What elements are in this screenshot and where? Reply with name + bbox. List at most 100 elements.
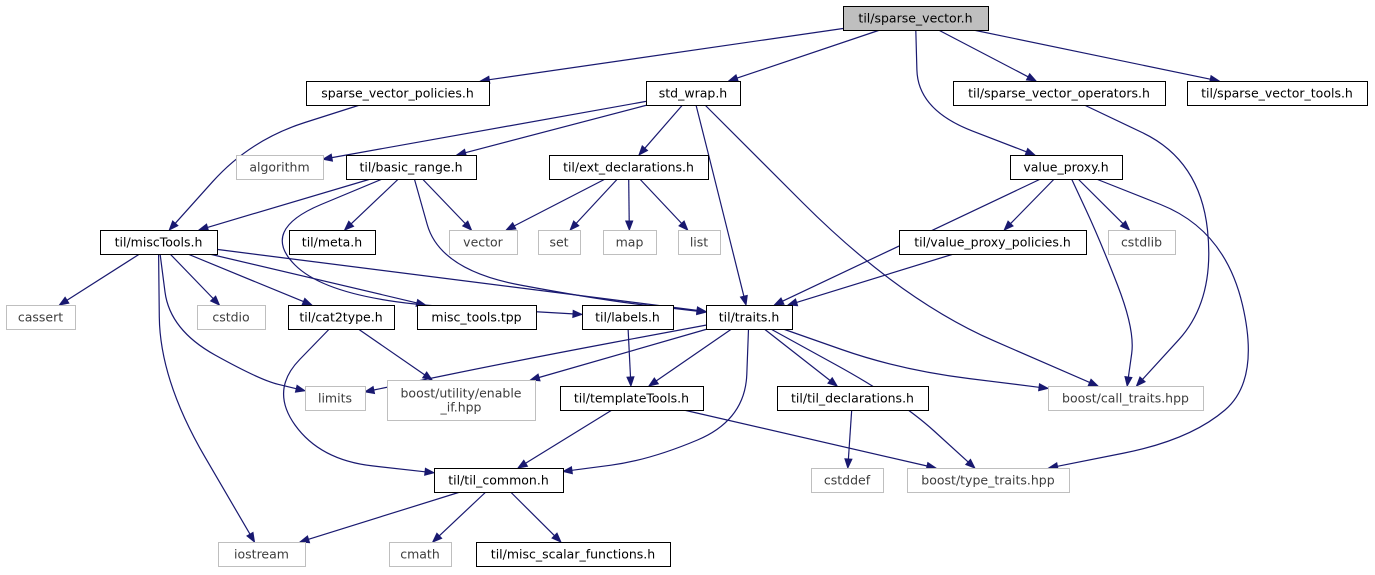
edge-templateTools-to-til_common: [516, 409, 613, 469]
edge-sparse_vector-to-std_wrap: [727, 29, 881, 82]
edge-line: [438, 491, 487, 537]
node-type-traits: boost/type_traits.hpp: [907, 468, 1070, 493]
edge-traits-to-call_traits: [783, 328, 1050, 392]
node-vp-policies[interactable]: til/value_proxy_policies.h: [899, 230, 1087, 255]
edge-line: [66, 253, 140, 301]
arrowhead-icon: [298, 535, 311, 544]
node-box: [197, 305, 266, 330]
node-meta[interactable]: til/meta.h: [289, 230, 376, 255]
node-ext-decl[interactable]: til/ext_declarations.h: [549, 155, 709, 180]
node-box: [1010, 155, 1123, 180]
node-label: boost/type_traits.hpp: [921, 473, 1054, 488]
edge-basic_range-to-miscTools: [197, 178, 371, 232]
edge-line: [1071, 178, 1133, 378]
node-miscTools[interactable]: til/miscTools.h: [100, 230, 218, 255]
edge-ext_decl-to-set: [569, 178, 618, 232]
arrowhead-icon: [1024, 147, 1037, 156]
node-cstddef: cstddef: [811, 468, 884, 493]
node-box: [777, 386, 929, 411]
node-label: sparse_vector_policies.h: [321, 86, 474, 101]
arrowhead-icon: [209, 295, 221, 306]
edge-labels-to-templateTools: [626, 328, 635, 388]
node-label: value_proxy.h: [1023, 160, 1108, 175]
node-misc-scalar[interactable]: til/misc_scalar_functions.h: [476, 542, 671, 567]
node-traits[interactable]: til/traits.h: [706, 305, 793, 330]
edge-basic_range-to-vector: [422, 178, 473, 231]
node-label: std_wrap.h: [659, 86, 727, 101]
node-box: [538, 230, 581, 255]
node-cat2type[interactable]: til/cat2type.h: [288, 305, 395, 330]
arrowhead-icon: [294, 384, 307, 393]
edge-line: [207, 178, 371, 228]
edge-line: [159, 253, 297, 390]
node-box: [907, 468, 1070, 493]
node-til-common[interactable]: til/til_common.h: [434, 468, 564, 493]
node-label: cstddef: [824, 473, 871, 488]
edge-ext_decl-to-list: [639, 178, 689, 232]
edge-line: [915, 29, 1027, 153]
edge-line: [357, 328, 426, 376]
node-box: [346, 155, 477, 180]
edge-line: [169, 253, 214, 299]
node-call-traits: boost/call_traits.hpp: [1048, 386, 1204, 411]
node-value-proxy[interactable]: value_proxy.h: [1010, 155, 1123, 180]
node-box: [706, 305, 793, 330]
edge-traits-to-templateTools: [647, 328, 732, 387]
node-label: vector: [463, 235, 504, 250]
edge-miscTools-to-limits: [159, 253, 307, 393]
edge-line: [514, 178, 606, 227]
arrowhead-icon: [569, 220, 580, 232]
edge-line: [1084, 104, 1210, 380]
node-templateTools[interactable]: til/templateTools.h: [560, 386, 704, 411]
node-sparse-vector[interactable]: til/sparse_vector.h: [843, 6, 989, 31]
node-box: [1187, 81, 1368, 106]
edge-traits-to-enable_if: [529, 328, 708, 382]
node-box: [811, 468, 884, 493]
node-label: cstdlib: [1121, 235, 1162, 250]
edge-cat2type-to-til_common: [282, 328, 436, 476]
node-vector: vector: [449, 230, 518, 255]
edge-line: [704, 104, 1090, 383]
edge-templateTools-to-type_traits: [683, 409, 938, 470]
node-label: til/sparse_vector_operators.h: [968, 86, 1150, 101]
edge-line: [350, 178, 399, 225]
node-sv-policies[interactable]: sparse_vector_policies.h: [306, 81, 490, 106]
node-box: [549, 155, 709, 180]
edge-line: [187, 253, 304, 303]
arrowhead-icon: [827, 376, 839, 387]
edge-line: [174, 104, 360, 224]
node-sv-operators[interactable]: til/sparse_vector_operators.h: [953, 81, 1166, 106]
node-std-wrap[interactable]: std_wrap.h: [646, 81, 741, 106]
node-labels[interactable]: til/labels.h: [582, 305, 674, 330]
node-basic-range[interactable]: til/basic_range.h: [346, 155, 477, 180]
arrowhead-icon: [727, 73, 739, 82]
edge-sparse_vector-to-sv_policies: [479, 27, 844, 84]
edge-sparse_vector-to-value_proxy: [915, 29, 1037, 156]
edge-line: [422, 178, 466, 224]
node-box: [100, 230, 218, 255]
node-til-decl[interactable]: til/til_declarations.h: [777, 386, 929, 411]
edge-til_decl-to-cstddef: [844, 409, 853, 470]
arrowhead-icon: [551, 532, 562, 543]
edge-til_common-to-iostream: [298, 491, 461, 544]
edge-sparse_vector-to-sv_operators: [938, 29, 1038, 82]
node-misc-tools-tpp[interactable]: misc_tools.tpp: [417, 305, 537, 330]
arrowhead-icon: [572, 309, 584, 319]
edge-basic_range-to-labels: [281, 178, 584, 319]
edge-ext_decl-to-vector: [505, 178, 606, 231]
node-box: [646, 81, 741, 106]
arrowhead-icon: [786, 298, 799, 307]
arrowhead-icon: [424, 467, 436, 476]
node-sv-tools[interactable]: til/sparse_vector_tools.h: [1187, 81, 1368, 106]
node-limits: limits: [305, 386, 366, 411]
node-label: til/labels.h: [595, 310, 660, 325]
node-cstdio: cstdio: [197, 305, 266, 330]
edge-line: [1057, 178, 1249, 467]
node-label: til/til_declarations.h: [791, 391, 914, 406]
arrowhead-icon: [624, 220, 634, 232]
node-box: [417, 305, 537, 330]
node-label: cmath: [400, 547, 440, 562]
arrowhead-icon: [246, 531, 256, 544]
node-box: [1048, 386, 1204, 411]
